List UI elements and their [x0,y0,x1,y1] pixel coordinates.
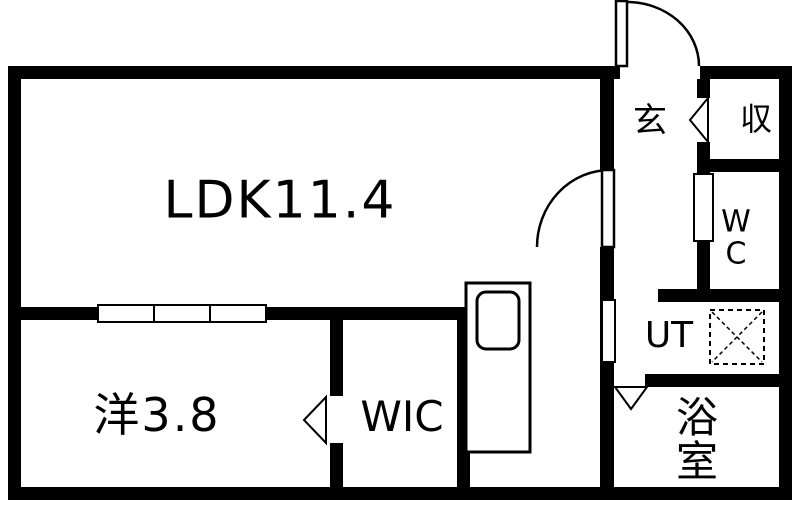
wall-storage-bottom [697,159,792,172]
room-label-wic: WIC [360,391,444,441]
front-door-icon [614,0,701,68]
kitchen-sink-icon [475,290,521,351]
wall-western-wic-upper [330,320,343,396]
laundry-pan-icon [709,309,765,365]
wall-western-wic-lower [330,443,343,487]
room-label-wc: W C [721,204,751,271]
wall-wc-bottom [697,289,792,302]
room-label-ldk: LDK11.4 [163,170,397,231]
sliding-door-icon [97,304,267,323]
room-label-western: 洋3.8 [93,387,221,442]
wall-ldk-hall-upper [600,79,614,170]
room-label-entrance: 玄 [633,101,667,142]
wall-outer-top-right [700,66,792,79]
bathroom-door-triangle-icon [613,386,649,411]
wall-outer-left [8,66,21,500]
wic-door-triangle-icon [302,394,327,446]
storage-door-triangle-icon [688,95,709,145]
wall-ldk-hall-lower [600,247,614,487]
room-label-utility: UT [644,315,694,357]
wc-door-icon [693,173,714,242]
room-label-bathroom: 浴室 [675,392,726,486]
wall-entrance-storage-stub [697,79,710,98]
kitchen-counter-icon [464,281,532,454]
wall-outer-right [779,66,792,500]
room-label-storage: 収 [739,100,773,139]
wall-outer-top-left [8,66,620,79]
utility-door-icon [601,299,616,363]
wall-hall-wc-lower [697,240,710,302]
wall-outer-bottom [8,487,792,500]
wall-hall-utility-stub [658,289,697,302]
wall-utility-bath-divider [645,374,792,387]
ldk-door-icon [535,168,616,249]
